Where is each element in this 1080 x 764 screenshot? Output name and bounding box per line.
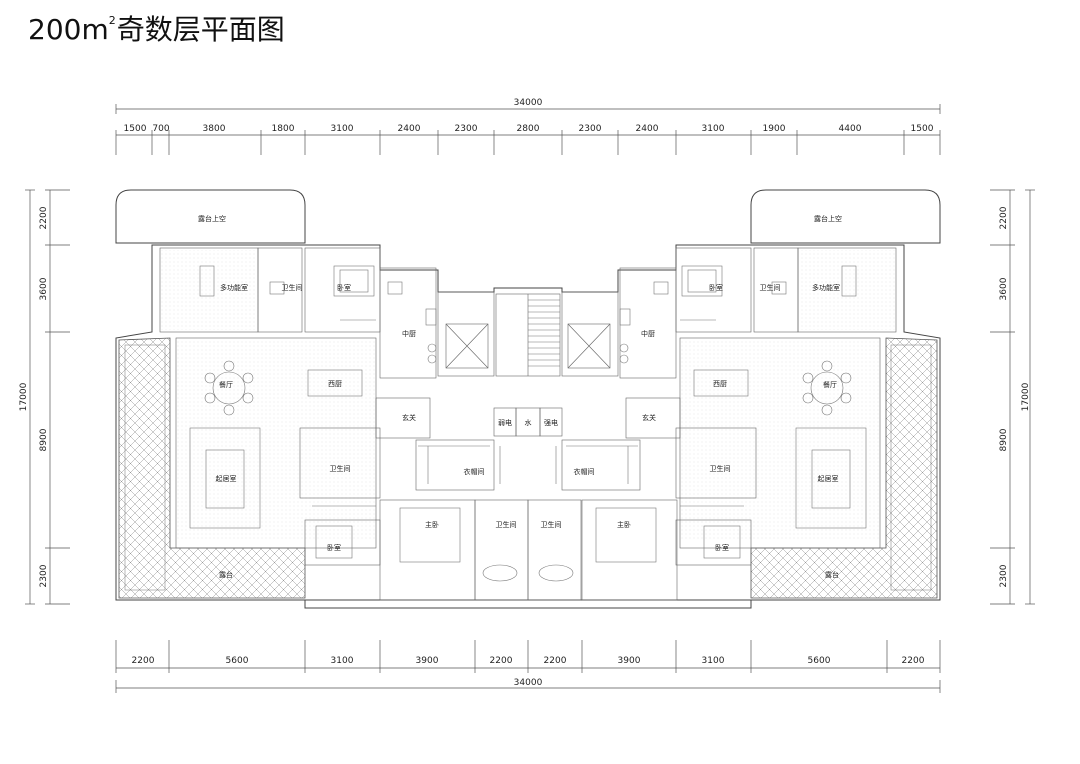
label-kitchen-right: 中厨 (641, 329, 655, 338)
label-bath-2-right: 卫生间 (710, 464, 731, 473)
label-weak-elec: 弱电 (498, 418, 512, 427)
right-dim-ticks (990, 189, 1015, 605)
label-bath-3-left: 卫生间 (496, 520, 517, 529)
label-terrace-right: 露台 (825, 570, 839, 579)
label-dining-left: 餐厅 (219, 380, 233, 389)
bottom-dim-7: 3100 (702, 656, 725, 666)
top-dim-10: 3100 (702, 124, 725, 134)
right-room-labels: 露台上空 多功能室 卫生间 卧室 中厨 餐厅 西厨 玄关 起居室 卫生间 衣帽间… (541, 214, 843, 579)
label-bath-1-right: 卫生间 (760, 283, 781, 292)
right-dim-0: 2200 (999, 206, 1009, 229)
right-closet-rails (555, 319, 744, 507)
label-west-kitchen-left: 西厨 (328, 380, 342, 388)
label-entrance-right: 玄关 (642, 413, 656, 422)
left-furniture (189, 265, 518, 582)
label-west-kitchen-right: 西厨 (713, 380, 727, 388)
label-bedroom-1-right: 卧室 (709, 283, 723, 292)
label-dining-right: 餐厅 (823, 380, 837, 389)
top-dim-7: 2800 (517, 124, 540, 134)
label-living-left: 起居室 (216, 474, 237, 483)
stair-treads (528, 299, 560, 367)
top-dim-3: 1800 (272, 124, 295, 134)
label-terrace-above-left: 露台上空 (198, 214, 226, 223)
label-kitchen-left: 中厨 (402, 329, 416, 338)
right-dim-3: 2300 (999, 564, 1009, 587)
bottom-dim-9: 2200 (902, 656, 925, 666)
title-superscript: 2 (108, 14, 116, 27)
bottom-dim-6: 3900 (618, 656, 641, 666)
right-dimensions: 17000 2200 3600 8900 2300 (990, 189, 1035, 605)
top-dim-0: 1500 (124, 124, 147, 134)
left-dim-0: 2200 (39, 206, 49, 229)
top-dim-2: 3800 (203, 124, 226, 134)
top-dim-6: 2300 (455, 124, 478, 134)
left-total-dim: 17000 (19, 382, 29, 411)
right-furniture (538, 265, 867, 582)
label-bath-2-left: 卫生间 (330, 464, 351, 473)
bottom-total-dim: 34000 (514, 678, 543, 688)
label-bath-3-right: 卫生间 (541, 520, 562, 529)
bottom-dim-1: 5600 (226, 656, 249, 666)
top-dim-9: 2400 (636, 124, 659, 134)
floor-texture (160, 250, 896, 540)
label-bath-1-left: 卫生间 (282, 283, 303, 292)
top-dim-1: 700 (152, 124, 169, 134)
left-dim-2: 8900 (39, 428, 49, 451)
left-room-labels: 露台上空 多功能室 卫生间 卧室 中厨 餐厅 西厨 玄关 起居室 卫生间 衣帽间… (198, 214, 517, 579)
label-terrace-above-right: 露台上空 (814, 214, 842, 223)
core-labels: 弱电 水 强电 (498, 418, 558, 427)
bottom-dimensions: 2200 5600 3100 3900 2200 2200 3900 3100 … (115, 640, 941, 693)
label-master-right: 主卧 (617, 520, 631, 529)
core (445, 293, 611, 437)
label-entrance-left: 玄关 (402, 413, 416, 422)
bottom-dim-ticks (115, 640, 941, 673)
bottom-dim-8: 5600 (808, 656, 831, 666)
left-closet-rails (312, 319, 501, 507)
label-strong-elec: 强电 (544, 418, 558, 427)
label-water: 水 (525, 418, 532, 427)
top-dim-ticks (115, 130, 941, 155)
top-total-dim: 34000 (514, 98, 543, 108)
right-dim-2: 8900 (999, 428, 1009, 451)
label-terrace-left: 露台 (219, 570, 233, 579)
label-closet-left: 衣帽间 (464, 467, 485, 476)
left-unit-walls (159, 247, 529, 601)
elevator-left (445, 323, 489, 369)
label-bedroom-2-left: 卧室 (327, 543, 341, 552)
top-dim-11: 1900 (763, 124, 786, 134)
elevator-right (567, 323, 611, 369)
top-dim-13: 1500 (911, 124, 934, 134)
left-dim-ticks (45, 189, 70, 605)
top-dim-12: 4400 (839, 124, 862, 134)
label-master-left: 主卧 (425, 520, 439, 529)
bottom-dim-0: 2200 (132, 656, 155, 666)
top-dim-8: 2300 (579, 124, 602, 134)
bottom-dim-2: 3100 (331, 656, 354, 666)
label-bedroom-1-left: 卧室 (337, 283, 351, 292)
page-title: 200m2奇数层平面图 (28, 8, 285, 48)
label-multi-room-right: 多功能室 (812, 283, 840, 292)
right-dim-1: 3600 (999, 277, 1009, 300)
left-dim-3: 2300 (39, 564, 49, 587)
right-unit-walls (527, 247, 897, 601)
left-dim-1: 3600 (39, 277, 49, 300)
title-suffix: 奇数层平面图 (116, 13, 285, 46)
bottom-dim-5: 2200 (544, 656, 567, 666)
label-bedroom-2-right: 卧室 (715, 543, 729, 552)
bottom-dim-4: 2200 (490, 656, 513, 666)
top-dim-4: 3100 (331, 124, 354, 134)
left-dimensions: 17000 2200 3600 8900 2300 (19, 189, 70, 605)
title-main: 200m (28, 13, 109, 46)
right-total-dim: 17000 (1021, 382, 1031, 411)
top-dimensions: 34000 1500 700 3800 1800 3100 2400 2300 … (115, 98, 941, 155)
top-dim-5: 2400 (398, 124, 421, 134)
label-closet-right: 衣帽间 (574, 467, 595, 476)
bottom-dim-3: 3900 (416, 656, 439, 666)
label-living-right: 起居室 (818, 474, 839, 483)
label-multi-room-left: 多功能室 (220, 283, 248, 292)
